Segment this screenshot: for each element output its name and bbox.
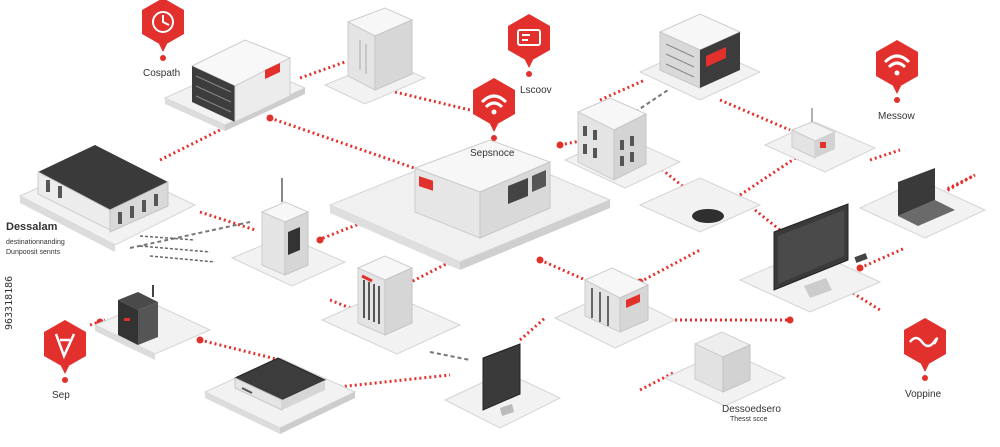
link-server-hub xyxy=(270,118,420,170)
link-ups-modem xyxy=(200,340,280,360)
link-building-grey xyxy=(635,90,668,112)
display-node xyxy=(445,344,560,428)
messow-label: Messow xyxy=(878,111,915,122)
mouse-icon xyxy=(692,209,724,223)
lscoov-label: Lscoov xyxy=(520,85,552,96)
link-rack-cabinet2 xyxy=(520,318,545,340)
cospath-pin xyxy=(142,0,184,61)
cabinet-node xyxy=(325,8,425,104)
link-mouse-monitor xyxy=(755,210,780,230)
link-server-cabinet xyxy=(300,62,345,78)
warehouse-sub1: destinationnanding xyxy=(6,239,65,246)
voppine-label: Voppine xyxy=(905,389,942,400)
grey-box-node xyxy=(665,332,785,406)
wifi-icon xyxy=(895,71,900,76)
cospath-label: Cospath xyxy=(143,68,180,79)
link-topright-box xyxy=(720,100,790,130)
warehouse-title: Dessalam xyxy=(6,221,58,233)
mouse-node xyxy=(640,178,760,232)
link-cabinet2-grey xyxy=(640,372,675,390)
router-node xyxy=(232,178,345,286)
wifi-icon xyxy=(492,110,497,115)
voppine-pin xyxy=(904,318,946,381)
hub-label: Sepsnoce xyxy=(470,148,515,159)
sep-label: Sep xyxy=(52,390,70,401)
link-cabinet2-mouse xyxy=(640,250,700,282)
lscoov-pin xyxy=(508,14,550,77)
modem-node xyxy=(205,358,355,434)
link-cabinet-hub xyxy=(395,92,470,110)
warehouse-node xyxy=(20,145,195,252)
dessoedsero-sub: Thesst scce xyxy=(730,416,767,423)
small-box-node xyxy=(765,108,875,172)
warehouse-sub2: Dunpoosit sennts xyxy=(6,249,61,256)
sep-pin xyxy=(44,320,86,383)
link-mouse-box xyxy=(740,155,800,195)
link-rack-display xyxy=(430,352,470,360)
link-warehouse-server xyxy=(160,125,230,160)
rack-node xyxy=(322,256,460,354)
ups-node xyxy=(95,285,210,360)
link-hub-cabinet2 xyxy=(540,260,590,282)
link-building-topright xyxy=(600,80,645,100)
link-box-messow xyxy=(870,150,900,160)
messow-pin xyxy=(876,40,918,103)
server-node xyxy=(165,40,305,131)
hub-pin xyxy=(473,78,515,141)
top-right-server-node xyxy=(640,14,760,100)
cabinet2-node xyxy=(555,268,675,348)
document-lines xyxy=(140,236,215,262)
dessoedsero-title: Dessoedsero xyxy=(722,404,781,415)
building-node xyxy=(565,98,680,188)
watermark-id: 963318186 xyxy=(4,276,15,330)
